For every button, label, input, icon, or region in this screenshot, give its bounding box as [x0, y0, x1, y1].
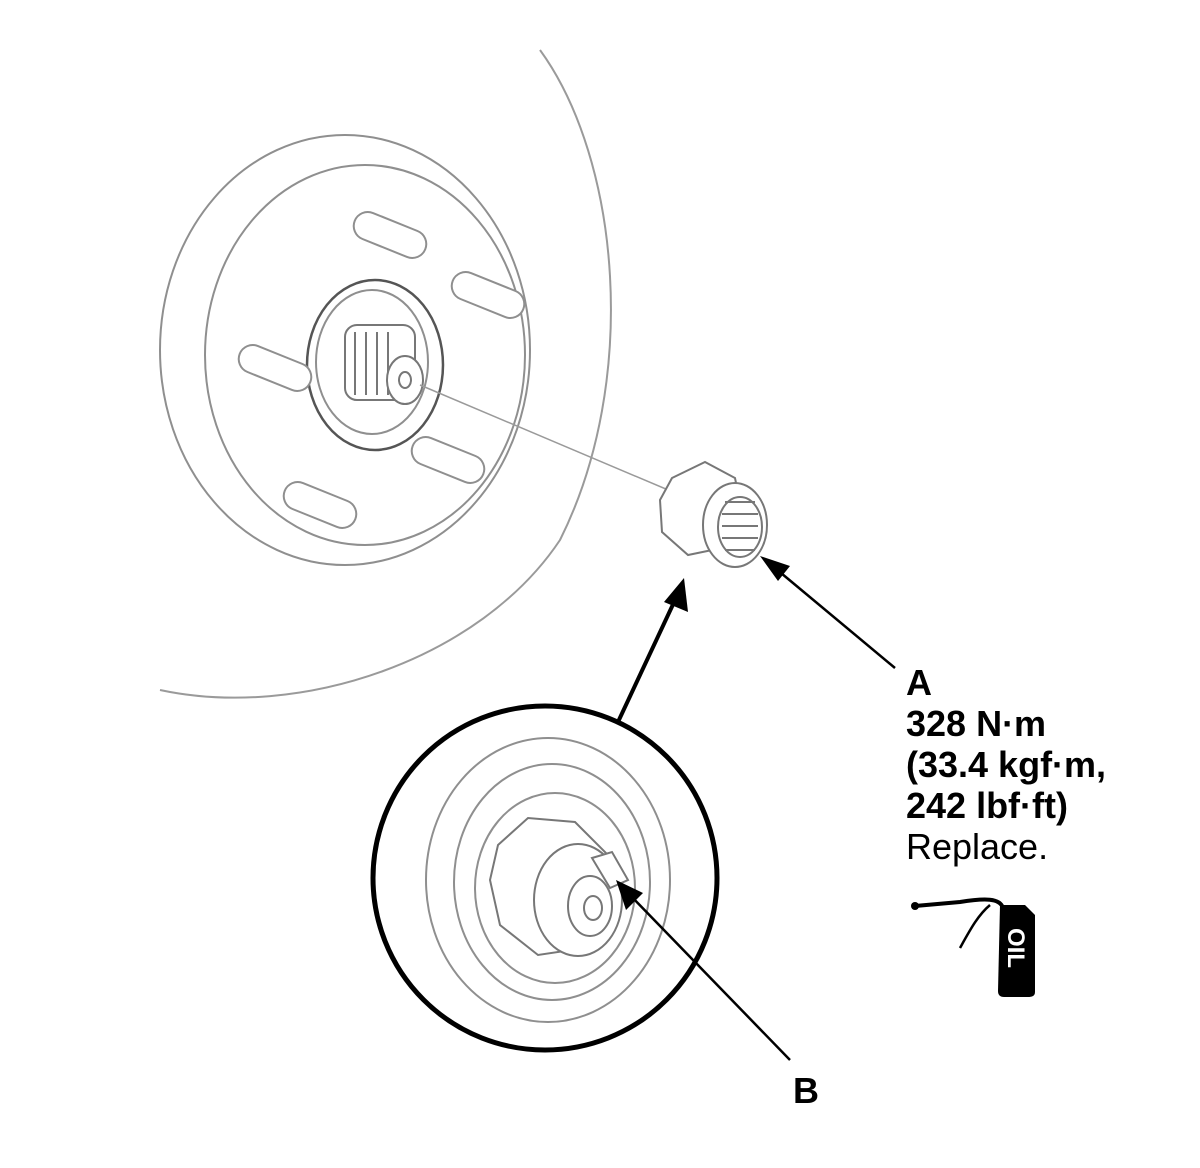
axle-spindle: [344, 324, 424, 405]
callout-b-letter: B: [793, 1070, 819, 1111]
callout-a-torque-lbf: 242 lbf·ft): [906, 785, 1068, 826]
callout-a-torque-kgf: (33.4 kgf·m,: [906, 744, 1107, 785]
leader-arrow-a: [760, 556, 896, 669]
wheel-studs: [237, 211, 526, 529]
detail-view-circle: [370, 703, 720, 1053]
center-axis-line: [419, 384, 681, 496]
wheel-hub: [159, 134, 531, 566]
oil-label: OIL: [1002, 928, 1029, 968]
staked-hub-nut: [488, 816, 630, 957]
callout-a-torque-nm: 328 N·m: [906, 703, 1047, 744]
leader-arrow-b: [616, 880, 791, 1061]
callout-a-note: Replace.: [906, 826, 1049, 867]
brake-disc-outer-rim: [159, 49, 612, 699]
oil-can-icon: OIL: [911, 897, 1035, 997]
detail-arrow: [616, 578, 688, 723]
hub-nut-a: [658, 460, 768, 568]
callout-a-letter: A: [906, 662, 932, 703]
